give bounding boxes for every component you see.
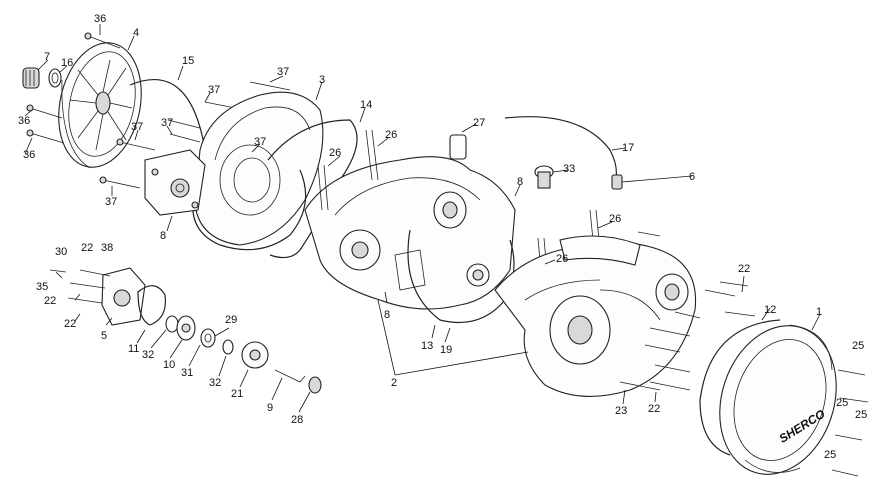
callout-32-a: 32 — [142, 349, 154, 361]
callout-7: 7 — [44, 51, 50, 63]
callout-15: 15 — [182, 55, 194, 67]
callout-33: 33 — [563, 163, 575, 175]
callout-37-d: 37 — [161, 117, 173, 129]
callout-23: 23 — [615, 405, 627, 417]
callout-36-low: 36 — [23, 149, 35, 161]
callout-8-left: 8 — [160, 230, 166, 242]
bolts-left — [26, 32, 291, 189]
callout-32-b: 32 — [209, 377, 221, 389]
gasket-12 — [699, 319, 781, 456]
crankcase-right — [494, 235, 697, 397]
crankcase-left — [304, 134, 516, 310]
callout-11: 11 — [128, 343, 139, 355]
callout-31: 31 — [181, 367, 193, 379]
callout-37-b: 37 — [277, 66, 289, 78]
hose-17 — [504, 116, 617, 179]
right-engine-cover: SHERCO — [719, 324, 837, 475]
callout-12: 12 — [764, 304, 776, 316]
cap-plug — [22, 67, 62, 89]
callout-16: 16 — [61, 57, 73, 69]
callout-25-d: 25 — [824, 449, 836, 461]
callout-37-f: 37 — [105, 196, 117, 208]
callout-22-low: 22 — [64, 318, 76, 330]
callout-22-right: 22 — [738, 263, 750, 275]
callout-28: 28 — [291, 414, 303, 426]
gasket-8-left — [192, 169, 307, 251]
callout-36-top: 36 — [94, 13, 106, 25]
callout-19: 19 — [440, 344, 452, 356]
callout-8-top: 8 — [517, 176, 523, 188]
callout-22-top: 22 — [81, 242, 93, 254]
callout-37-e: 37 — [254, 136, 266, 148]
callout-6: 6 — [689, 171, 695, 183]
parts-drawing: SHERCO — [22, 32, 869, 477]
callout-2: 2 — [391, 377, 397, 389]
clutch-cover — [194, 91, 324, 246]
callout-14: 14 — [360, 99, 372, 111]
callout-22-mid: 22 — [44, 295, 56, 307]
callout-3: 3 — [319, 74, 325, 86]
leader-lines — [24, 24, 821, 413]
callout-37-a: 37 — [208, 84, 220, 96]
callout-21: 21 — [231, 388, 243, 400]
callout-13: 13 — [421, 340, 433, 352]
ignition-cover — [58, 42, 142, 169]
callout-26-c: 26 — [609, 213, 621, 225]
water-pump-housing — [144, 149, 206, 216]
callout-37-c: 37 — [131, 121, 143, 133]
callout-38: 38 — [101, 242, 113, 254]
callout-25-c: 25 — [855, 409, 867, 421]
callout-9: 9 — [267, 402, 273, 414]
fitting-6 — [611, 174, 623, 190]
callout-5: 5 — [101, 330, 107, 342]
callout-8-mid: 8 — [384, 309, 390, 321]
callout-36-mid: 36 — [18, 115, 30, 127]
callout-labels: 36 4 7 16 36 36 15 37 37 3 37 37 37 37 1… — [18, 13, 867, 461]
callout-30: 30 — [55, 246, 67, 258]
callout-10: 10 — [163, 359, 175, 371]
callout-26-d: 26 — [556, 253, 568, 265]
callout-26-a: 26 — [385, 129, 397, 141]
callout-26-b: 26 — [329, 147, 341, 159]
callout-17: 17 — [622, 142, 634, 154]
callout-1: 1 — [816, 306, 822, 318]
callout-27: 27 — [473, 117, 485, 129]
callout-29: 29 — [225, 314, 237, 326]
callout-25-a: 25 — [852, 340, 864, 352]
callout-4: 4 — [133, 27, 139, 39]
callout-22-bottom: 22 — [648, 403, 660, 415]
bolts-right — [619, 231, 869, 477]
callout-35: 35 — [36, 281, 48, 293]
water-pump-parts — [49, 267, 322, 394]
callout-25-b: 25 — [836, 397, 848, 409]
fitting-33 — [534, 165, 554, 189]
